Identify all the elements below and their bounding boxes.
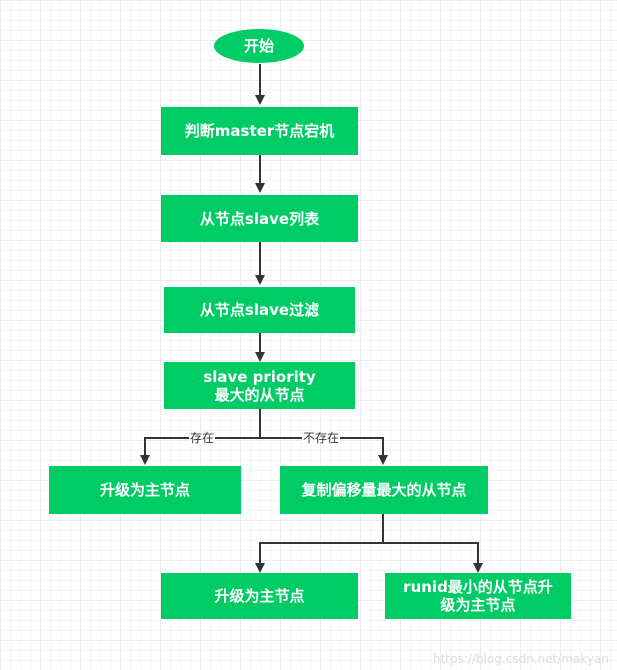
slave-filter-node[interactable]: 从节点slave过滤 xyxy=(164,287,355,333)
upgrade-master-left-label: 升级为主节点 xyxy=(99,481,190,499)
upgrade-master-bottom-node[interactable]: 升级为主节点 xyxy=(161,573,358,619)
edge-label-exists: 存在 xyxy=(189,431,216,445)
slave-priority-line1: slave priority xyxy=(203,367,316,386)
judge-master-down-label: 判断master节点宕机 xyxy=(184,122,335,140)
slave-list-node[interactable]: 从节点slave列表 xyxy=(161,195,358,242)
edge-priority-to-max-offset xyxy=(260,437,388,465)
max-offset-slave-label: 复制偏移量最大的从节点 xyxy=(301,481,467,499)
edge-max-offset-to-upgrade-bottom xyxy=(255,514,384,573)
watermark: https://blog.csdn.net/makyan xyxy=(433,652,609,666)
max-offset-slave-node[interactable]: 复制偏移量最大的从节点 xyxy=(280,466,488,514)
upgrade-master-left-node[interactable]: 升级为主节点 xyxy=(49,466,241,514)
judge-master-down-node[interactable]: 判断master节点宕机 xyxy=(161,107,358,155)
edge-label-not-exists: 不存在 xyxy=(302,431,341,445)
upgrade-master-bottom-label: 升级为主节点 xyxy=(214,587,305,605)
min-runid-line2: 级为主节点 xyxy=(440,596,516,614)
slave-list-label: 从节点slave列表 xyxy=(199,209,320,228)
slave-filter-label: 从节点slave过滤 xyxy=(199,301,320,319)
min-runid-slave-node[interactable]: runid最小的从节点升 级为主节点 xyxy=(385,573,571,619)
slave-priority-line2: 最大的从节点 xyxy=(214,385,305,404)
min-runid-line1: runid最小的从节点升 xyxy=(403,578,553,596)
edge-max-offset-to-runid xyxy=(383,542,483,573)
start-node-label: 开始 xyxy=(243,37,274,55)
slave-priority-node[interactable]: slave priority 最大的从节点 xyxy=(164,362,355,409)
start-node[interactable]: 开始 xyxy=(214,29,304,63)
